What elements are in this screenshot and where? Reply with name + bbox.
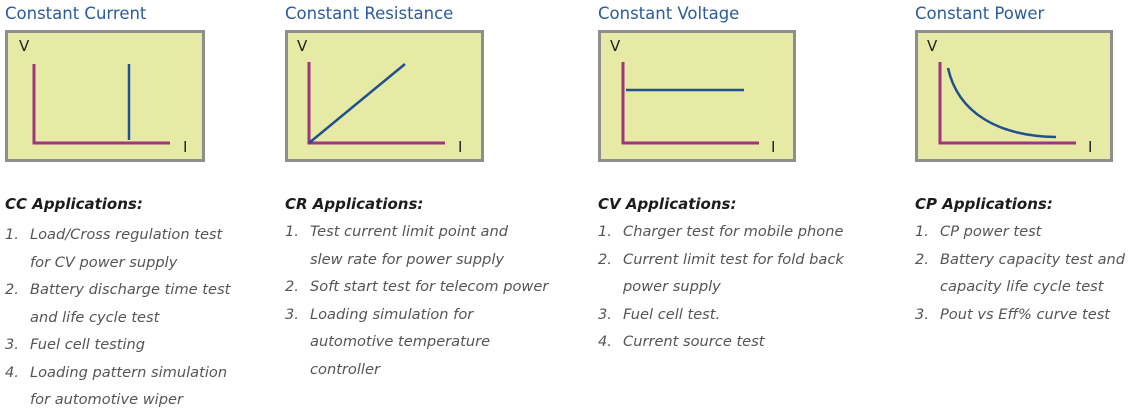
item-text: Fuel cell testing	[30, 336, 146, 353]
y-axis-label: V	[297, 37, 308, 55]
mode-title: Constant Power	[915, 4, 1045, 23]
axes-lines	[621, 62, 759, 145]
app-title: CC Applications:	[5, 195, 143, 213]
item-number: 3.	[598, 305, 612, 323]
cp-plot	[938, 62, 1076, 145]
axes-lines	[307, 62, 445, 145]
item-text: Current limit test for fold back power s…	[623, 250, 844, 296]
mode-title: Constant Voltage	[598, 4, 740, 23]
item-number: 1.	[915, 223, 929, 240]
item-number: 4.	[5, 363, 19, 381]
item-text: Load/Cross regulation test for CV power …	[30, 226, 223, 271]
list-item: 3. Loading simulation for automotive temp…	[285, 301, 560, 384]
list-item: 3. Pout vs Eff% curve test	[915, 301, 1127, 329]
list-item: 4. Loading pattern simulation for automot…	[5, 359, 245, 414]
item-text: Loading simulation for automotive temper…	[310, 305, 491, 378]
cv-graph: V I	[598, 30, 796, 162]
cp-curve	[946, 67, 1057, 139]
x-axis-label: I	[183, 138, 188, 156]
item-number: 2.	[5, 281, 19, 298]
item-number: 2.	[285, 278, 299, 295]
cr-applications-list: 1. Test current limit point and slew rate…	[285, 218, 560, 383]
item-number: 1.	[285, 223, 299, 240]
item-number: 2.	[598, 250, 612, 268]
item-text: Battery discharge time test and life cyc…	[30, 281, 231, 326]
y-axis-label: V	[19, 37, 30, 55]
cr-graph: V I	[285, 30, 484, 162]
item-text: Charger test for mobile phone	[623, 223, 844, 240]
mode-title: Constant Resistance	[285, 4, 454, 23]
x-axis-label: I	[1088, 138, 1093, 156]
item-number: 1.	[5, 226, 19, 243]
cr-curve	[308, 63, 406, 144]
axes-lines	[938, 62, 1076, 145]
item-text: Soft start test for telecom power	[310, 278, 549, 295]
cv-applications-list: 1. Charger test for mobile phone 2. Curren…	[598, 218, 863, 356]
y-axis-label: V	[927, 37, 938, 55]
list-item: 3. Fuel cell testing	[5, 331, 245, 359]
item-text: Battery capacity test and capacity life …	[940, 250, 1126, 296]
item-text: CP power test	[940, 223, 1042, 240]
list-item: 1. CP power test	[915, 218, 1127, 246]
list-item: 2. Battery capacity test and capacity lif…	[915, 246, 1127, 301]
x-axis-label: I	[771, 138, 776, 156]
item-text: Fuel cell test.	[623, 305, 721, 323]
item-text: Loading pattern simulation for automotiv…	[30, 363, 228, 409]
item-number: 3.	[285, 305, 299, 323]
list-item: 1. Load/Cross regulation test for CV powe…	[5, 221, 245, 276]
x-axis-label: I	[458, 138, 463, 156]
axes-lines	[32, 64, 170, 145]
item-number: 2.	[915, 250, 929, 268]
app-title: CR Applications:	[285, 195, 424, 213]
cv-plot	[621, 62, 759, 145]
list-item: 2. Current limit test for fold back power…	[598, 246, 863, 301]
cc-plot	[32, 64, 170, 145]
item-number: 1.	[598, 223, 612, 240]
item-number: 4.	[598, 333, 612, 350]
cp-applications-list: 1. CP power test 2. Battery capacity test …	[915, 218, 1127, 328]
list-item: 1. Test current limit point and slew rate…	[285, 218, 560, 273]
app-title: CV Applications:	[598, 195, 737, 213]
cc-graph: V I	[5, 30, 205, 162]
cr-plot	[307, 62, 445, 145]
list-item: 3. Fuel cell test.	[598, 301, 863, 329]
list-item: 4. Current source test	[598, 328, 863, 356]
list-item: 1. Charger test for mobile phone	[598, 218, 863, 246]
y-axis-label: V	[610, 37, 621, 55]
cp-graph: V I	[915, 30, 1113, 162]
item-text: Test current limit point and slew rate f…	[310, 223, 508, 268]
item-text: Pout vs Eff% curve test	[940, 305, 1111, 323]
mode-title: Constant Current	[5, 4, 147, 23]
item-number: 3.	[915, 305, 929, 323]
list-item: 2. Battery discharge time test and life c…	[5, 276, 245, 331]
cc-applications-list: 1. Load/Cross regulation test for CV powe…	[5, 221, 245, 414]
item-number: 3.	[5, 336, 19, 353]
list-item: 2. Soft start test for telecom power	[285, 273, 560, 301]
app-title: CP Applications:	[915, 195, 1053, 213]
item-text: Current source test	[623, 333, 765, 350]
